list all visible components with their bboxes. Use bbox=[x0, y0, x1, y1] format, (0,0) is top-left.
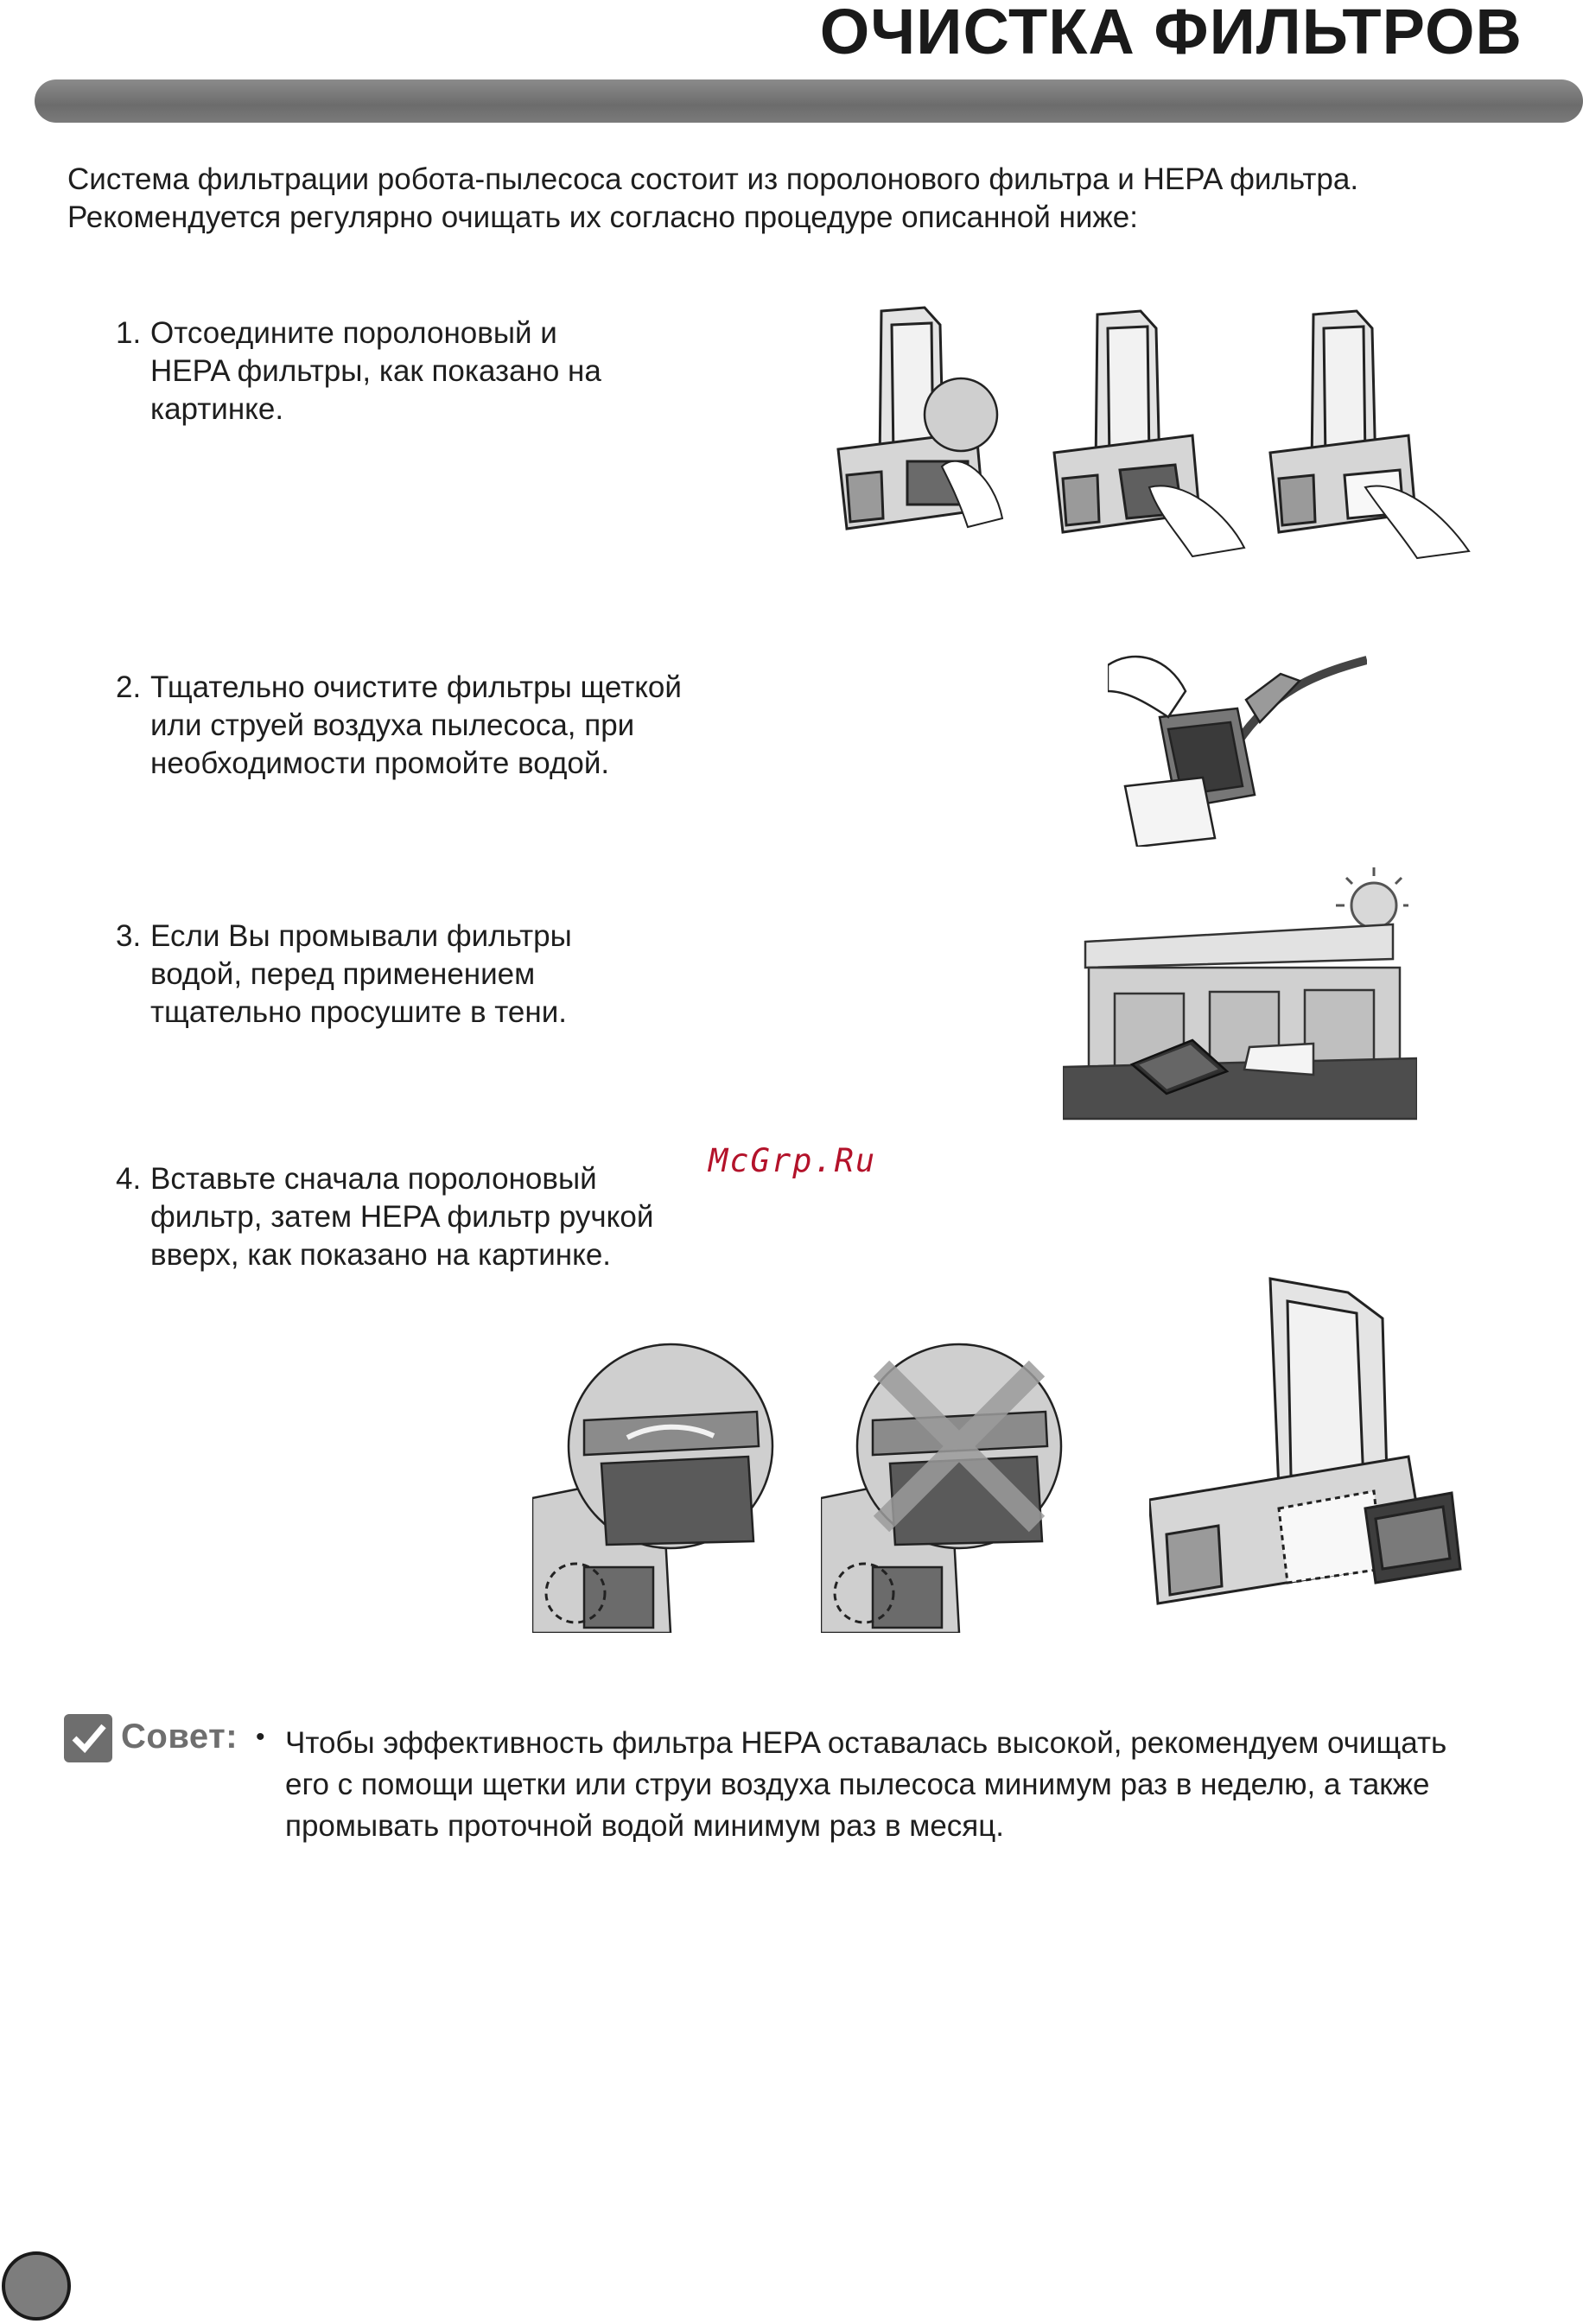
step-line: Отсоедините поролоновый и bbox=[150, 316, 557, 350]
step-line: фильтр, затем HEPA фильтр ручкой bbox=[150, 1200, 654, 1234]
step-number: 3. bbox=[116, 919, 142, 953]
step-4-incorrect-illustration bbox=[821, 1343, 1063, 1633]
sun-icon bbox=[1336, 867, 1408, 930]
step-line: Вставьте сначала поролоновый bbox=[150, 1162, 597, 1196]
step-3: 3. Если Вы промывали фильтры водой, пере… bbox=[116, 918, 572, 1032]
step-4-correct-illustration bbox=[532, 1334, 797, 1633]
tip-text: Чтобы эффективность фильтра HEPA оставал… bbox=[285, 1723, 1446, 1847]
intro-paragraph: Система фильтрации робота-пылесоса состо… bbox=[67, 161, 1358, 237]
step-line: тщательно просушите в тени. bbox=[150, 995, 568, 1029]
dustbin-unit-2 bbox=[1052, 309, 1246, 558]
page-title: ОЧИСТКА ФИЛЬТРОВ bbox=[819, 0, 1523, 67]
step-line: необходимости промойте водой. bbox=[150, 746, 610, 780]
incorrect-x-mark bbox=[873, 1360, 1046, 1533]
title-divider-bar bbox=[35, 79, 1583, 123]
tip-bullet: • bbox=[256, 1723, 265, 1751]
step-2-illustration bbox=[1108, 655, 1367, 847]
step-number: 4. bbox=[116, 1162, 142, 1196]
tip-line: Чтобы эффективность фильтра HEPA оставал… bbox=[285, 1726, 1447, 1760]
step-1-illustration bbox=[836, 306, 1471, 560]
step-number: 2. bbox=[116, 670, 142, 704]
step-3-illustration bbox=[1063, 867, 1417, 1121]
step-line: или струей воздуха пылесоса, при bbox=[150, 708, 635, 742]
step-number: 1. bbox=[116, 316, 142, 350]
intro-line: Рекомендуется регулярно очищать их согла… bbox=[67, 200, 1138, 234]
step-2: 2. Тщательно очистите фильтры щеткой или… bbox=[116, 669, 682, 783]
step-line: HEPA фильтры, как показано на bbox=[150, 354, 601, 388]
step-4: 4. Вставьте сначала поролоновый фильтр, … bbox=[116, 1160, 653, 1274]
checkmark-icon bbox=[64, 1714, 112, 1762]
page-number-circle bbox=[2, 2251, 71, 2321]
tip-line: промывать проточной водой минимум раз в … bbox=[285, 1809, 1005, 1843]
step-line: Если Вы промывали фильтры bbox=[150, 919, 572, 953]
tip-label: Совет: bbox=[121, 1718, 238, 1756]
step-1: 1. Отсоедините поролоновый и HEPA фильтр… bbox=[116, 314, 601, 429]
step-line: картинке. bbox=[150, 392, 284, 426]
dustbin-unit-3 bbox=[1268, 309, 1471, 560]
intro-line: Система фильтрации робота-пылесоса состо… bbox=[67, 162, 1359, 196]
watermark-text: McGrp.Ru bbox=[709, 1142, 877, 1179]
tip-line: его с помощи щетки или струи воздуха пыл… bbox=[285, 1768, 1430, 1801]
dustbin-unit-1 bbox=[836, 306, 1004, 530]
step-line: водой, перед применением bbox=[150, 957, 536, 991]
step-line: вверх, как показано на картинке. bbox=[150, 1238, 612, 1272]
step-line: Тщательно очистите фильтры щеткой bbox=[150, 670, 682, 704]
step-4-assembled-illustration bbox=[1149, 1277, 1462, 1605]
